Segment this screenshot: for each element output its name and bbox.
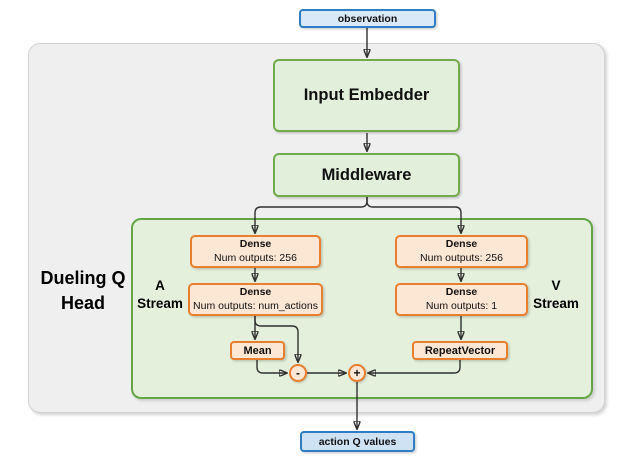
a-stream-dense1-title: Dense bbox=[239, 237, 272, 250]
observation-node: observation bbox=[299, 9, 436, 28]
middleware-node: Middleware bbox=[273, 153, 460, 197]
minus-symbol: - bbox=[296, 366, 300, 380]
mean-node: Mean bbox=[230, 341, 285, 360]
v-stream-dense1-title: Dense bbox=[445, 237, 478, 250]
a-stream-dense2-node: Dense Num outputs: num_actions bbox=[188, 283, 323, 316]
dueling-q-head-label: Dueling Q Head bbox=[40, 268, 126, 314]
mean-label: Mean bbox=[243, 344, 272, 357]
input-embedder-label: Input Embedder bbox=[303, 86, 430, 104]
middleware-label: Middleware bbox=[321, 165, 412, 184]
plus-operator-circle: + bbox=[348, 364, 366, 382]
plus-symbol: + bbox=[353, 366, 361, 380]
a-stream-dense1-subtitle: Num outputs: 256 bbox=[214, 251, 297, 264]
repeat-vector-label: RepeatVector bbox=[424, 344, 496, 357]
input-embedder-node: Input Embedder bbox=[273, 59, 460, 132]
a-stream-dense2-title: Dense bbox=[239, 285, 272, 298]
v-stream-dense2-node: Dense Num outputs: 1 bbox=[395, 283, 528, 316]
observation-label: observation bbox=[337, 12, 398, 25]
action-q-values-node: action Q values bbox=[300, 431, 415, 452]
a-stream-dense2-subtitle: Num outputs: num_actions bbox=[193, 299, 318, 312]
v-stream-dense2-subtitle: Num outputs: 1 bbox=[425, 299, 498, 312]
v-stream-dense1-node: Dense Num outputs: 256 bbox=[395, 235, 528, 268]
action-q-values-label: action Q values bbox=[318, 435, 397, 448]
a-stream-dense1-node: Dense Num outputs: 256 bbox=[190, 235, 321, 268]
v-stream-dense1-subtitle: Num outputs: 256 bbox=[420, 251, 503, 264]
repeat-vector-node: RepeatVector bbox=[412, 341, 508, 360]
v-stream-dense2-title: Dense bbox=[445, 285, 478, 298]
v-stream-label: V Stream bbox=[533, 278, 579, 311]
a-stream-label: A Stream bbox=[137, 278, 183, 311]
minus-operator-circle: - bbox=[289, 364, 307, 382]
